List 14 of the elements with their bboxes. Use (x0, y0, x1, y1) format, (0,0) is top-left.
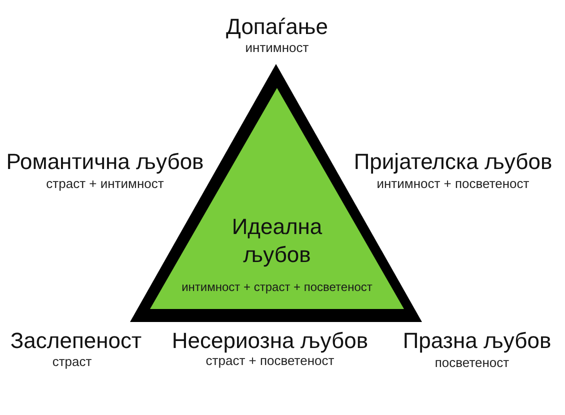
love-type-label: Празна љубов (402, 328, 552, 354)
component-label: страст + интимност (46, 176, 164, 192)
love-type-label: Романтична љубов (6, 150, 204, 174)
love-type-label: Допаѓање (226, 14, 328, 40)
component-label: страст (52, 354, 92, 370)
component-label: страст + посветеност (206, 354, 334, 368)
love-type-label: Пријателска љубов (354, 150, 552, 174)
component-label: посветеност (434, 356, 510, 370)
node-title: Идеална љубов (230, 213, 324, 269)
love-type-label: Несериозна љубов (172, 328, 368, 354)
love-type-label: Заслепеност (10, 328, 142, 354)
component-label: интимност (245, 40, 309, 56)
component-label: интимност + посветеност (376, 176, 530, 192)
node-subtitle: интимност + страст + посветеност (180, 280, 374, 294)
